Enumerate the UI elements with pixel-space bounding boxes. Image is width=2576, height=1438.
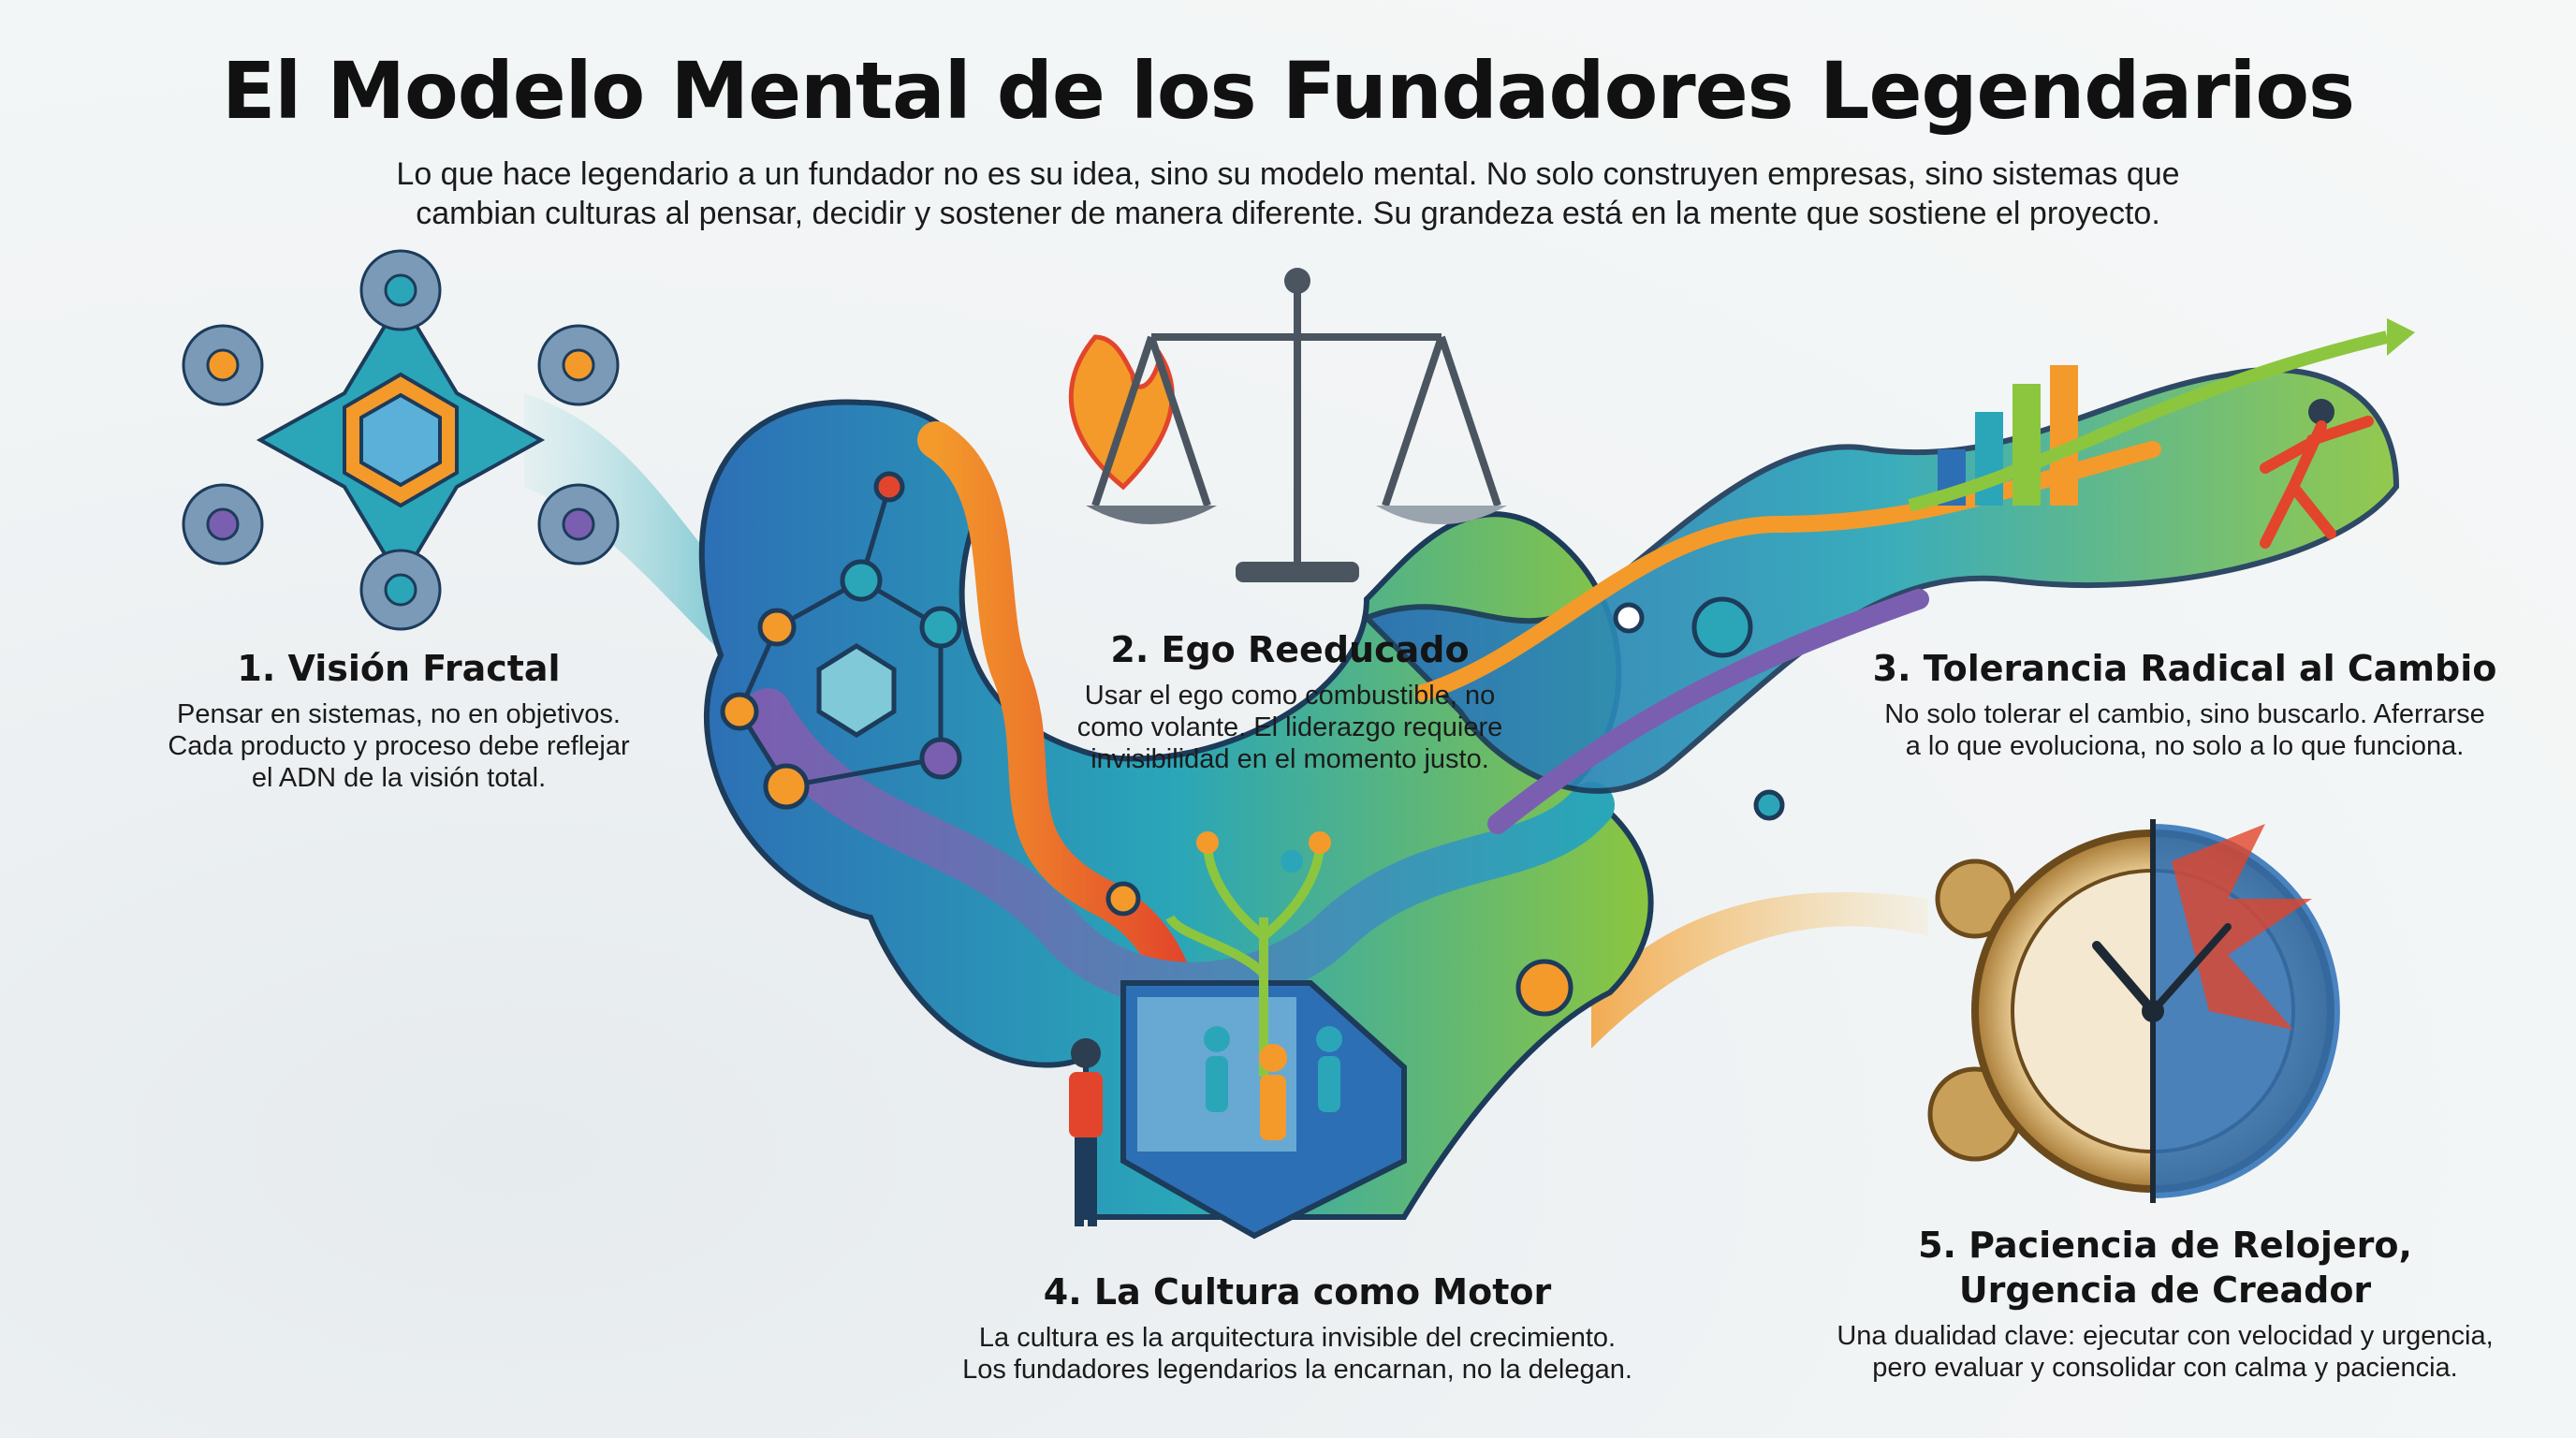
section-vision-fractal: 1. Visión Fractal Pensar en sistemas, no… <box>118 646 680 794</box>
section-ego-reeducado: 2. Ego Reeducado Usar el ego como combus… <box>1009 627 1571 775</box>
body-line: Una dualidad clave: ejecutar con velocid… <box>1837 1321 2494 1351</box>
fractal-icon <box>182 249 620 631</box>
section-paciencia-urgencia: 5. Paciencia de Relojero, Urgencia de Cr… <box>1809 1223 2521 1384</box>
section-title: 2. Ego Reeducado <box>1110 629 1470 670</box>
culture-cube-icon <box>1069 831 1407 1240</box>
section-body: La cultura es la arquitectura invisible … <box>923 1322 1672 1386</box>
scale-flame-icon <box>1068 268 1507 582</box>
page-title: El Modelo Mental de los Fundadores Legen… <box>221 45 2355 137</box>
section-body: Usar el ego como combustible, no como vo… <box>1009 680 1571 775</box>
section-body: Una dualidad clave: ejecutar con velocid… <box>1809 1320 2521 1384</box>
title-line: 5. Paciencia de Relojero, <box>1918 1225 2412 1266</box>
section-title: 4. La Cultura como Motor <box>1043 1271 1552 1313</box>
body-line: La cultura es la arquitectura invisible … <box>978 1323 1617 1353</box>
intro-line: Lo que hace legendario a un fundador no … <box>396 156 2180 192</box>
section-title: 5. Paciencia de Relojero, Urgencia de Cr… <box>1809 1223 2521 1313</box>
section-tolerancia-cambio: 3. Tolerancia Radical al Cambio No solo … <box>1848 646 2522 762</box>
section-title: 1. Visión Fractal <box>237 648 561 689</box>
section-title: 3. Tolerancia Radical al Cambio <box>1872 648 2497 689</box>
body-line: el ADN de la visión total. <box>251 763 547 793</box>
body-line: No solo tolerar el cambio, sino buscarlo… <box>1884 699 2485 729</box>
body-line: Cada producto y proceso debe reflejar <box>168 731 630 761</box>
body-line: como volante. El liderazgo requiere <box>1076 712 1503 742</box>
clock-icon <box>1927 819 2340 1203</box>
section-body: Pensar en sistemas, no en objetivos. Cad… <box>118 698 680 794</box>
body-line: invisibilidad en el momento justo. <box>1090 744 1489 774</box>
network-nodes <box>720 471 1785 1017</box>
title-line: Urgencia de Creador <box>1958 1269 2372 1311</box>
growth-wave-icon <box>1908 318 2415 549</box>
body-line: Los fundadores legendarios la encarnan, … <box>962 1355 1632 1385</box>
intro-text: Lo que hace legendario a un fundador no … <box>352 154 2224 233</box>
section-body: No solo tolerar el cambio, sino buscarlo… <box>1848 698 2522 762</box>
intro-line: cambian culturas al pensar, decidir y so… <box>416 196 2160 231</box>
body-line: Pensar en sistemas, no en objetivos. <box>177 699 621 729</box>
body-line: a lo que evoluciona, no solo a lo que fu… <box>1905 731 2465 761</box>
section-cultura-motor: 4. La Cultura como Motor La cultura es l… <box>923 1269 1672 1386</box>
body-line: pero evaluar y consolidar con calma y pa… <box>1872 1353 2458 1383</box>
body-line: Usar el ego como combustible, no <box>1084 681 1496 711</box>
flow-streams <box>524 393 1928 1049</box>
